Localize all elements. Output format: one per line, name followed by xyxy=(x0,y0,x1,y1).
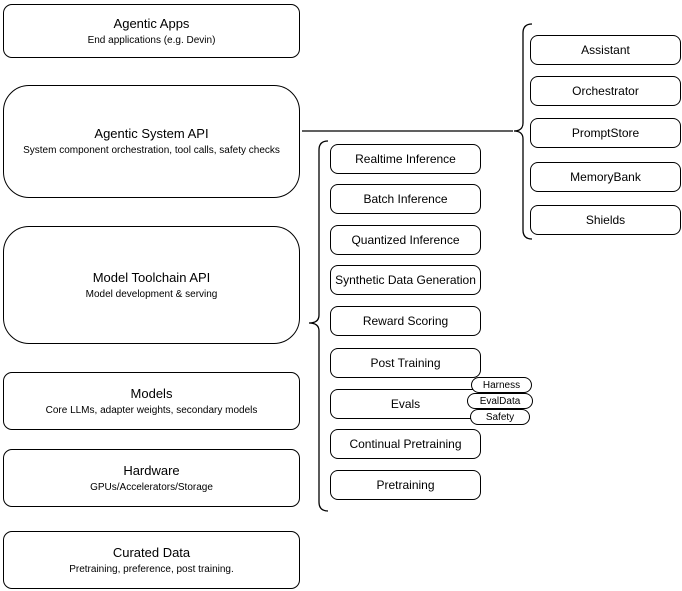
tag-label: Safety xyxy=(485,411,515,423)
node-subtitle: Pretraining, preference, post training. xyxy=(69,563,234,575)
node-subtitle: System component orchestration, tool cal… xyxy=(23,145,280,156)
node-batch-inference: Batch Inference xyxy=(330,184,481,214)
node-label: Post Training xyxy=(370,356,441,370)
brace-toolchain-group xyxy=(308,140,329,512)
node-orchestrator: Orchestrator xyxy=(530,76,681,106)
node-label: PromptStore xyxy=(571,126,640,140)
node-models: Models Core LLMs, adapter weights, secon… xyxy=(3,372,300,430)
node-subtitle: GPUs/Accelerators/Storage xyxy=(90,481,213,493)
node-reward-scoring: Reward Scoring xyxy=(330,306,481,336)
node-title: Model Toolchain API xyxy=(92,269,211,285)
node-label: Quantized Inference xyxy=(351,233,460,247)
node-pretraining: Pretraining xyxy=(330,470,481,500)
node-label: Synthetic Data Generation xyxy=(335,273,476,287)
node-label: Realtime Inference xyxy=(355,152,456,166)
node-quantized-inference: Quantized Inference xyxy=(330,225,481,255)
node-label: Assistant xyxy=(581,43,630,57)
node-hardware: Hardware GPUs/Accelerators/Storage xyxy=(3,449,300,507)
tag-evaldata: EvalData xyxy=(467,393,533,409)
node-title: Models xyxy=(130,385,173,401)
node-subtitle: Model development & serving xyxy=(85,288,218,300)
node-continual-pretraining: Continual Pretraining xyxy=(330,429,481,459)
node-post-training: Post Training xyxy=(330,348,481,378)
node-evals: Evals xyxy=(330,389,481,419)
node-label: Batch Inference xyxy=(363,192,448,206)
node-label: Shields xyxy=(585,213,626,227)
node-label: Reward Scoring xyxy=(362,314,449,328)
tag-label: EvalData xyxy=(479,395,521,407)
node-label: Pretraining xyxy=(376,478,435,492)
node-label: Orchestrator xyxy=(572,84,639,98)
node-curated-data: Curated Data Pretraining, preference, po… xyxy=(3,531,300,589)
node-label: Continual Pretraining xyxy=(349,437,462,451)
node-title: Hardware xyxy=(123,462,180,478)
node-memorybank: MemoryBank xyxy=(530,162,681,192)
node-assistant: Assistant xyxy=(530,35,681,65)
node-realtime-inference: Realtime Inference xyxy=(330,144,481,174)
tag-harness: Harness xyxy=(471,377,532,393)
node-subtitle: End applications (e.g. Devin) xyxy=(87,34,216,46)
node-promptstore: PromptStore xyxy=(530,118,681,148)
node-agentic-system-api: Agentic System API System component orch… xyxy=(3,85,300,198)
node-label: Evals xyxy=(390,397,421,411)
node-title: Agentic Apps xyxy=(113,15,190,31)
node-shields: Shields xyxy=(530,205,681,235)
node-label: MemoryBank xyxy=(570,170,641,184)
node-agentic-apps: Agentic Apps End applications (e.g. Devi… xyxy=(3,4,300,58)
node-model-toolchain-api: Model Toolchain API Model development & … xyxy=(3,226,300,344)
node-synthetic-data-generation: Synthetic Data Generation xyxy=(330,265,481,295)
tag-safety: Safety xyxy=(470,409,530,425)
node-title: Agentic System API xyxy=(94,126,209,141)
node-subtitle: Core LLMs, adapter weights, secondary mo… xyxy=(45,404,258,416)
node-title: Curated Data xyxy=(112,544,191,560)
tag-label: Harness xyxy=(482,379,521,391)
